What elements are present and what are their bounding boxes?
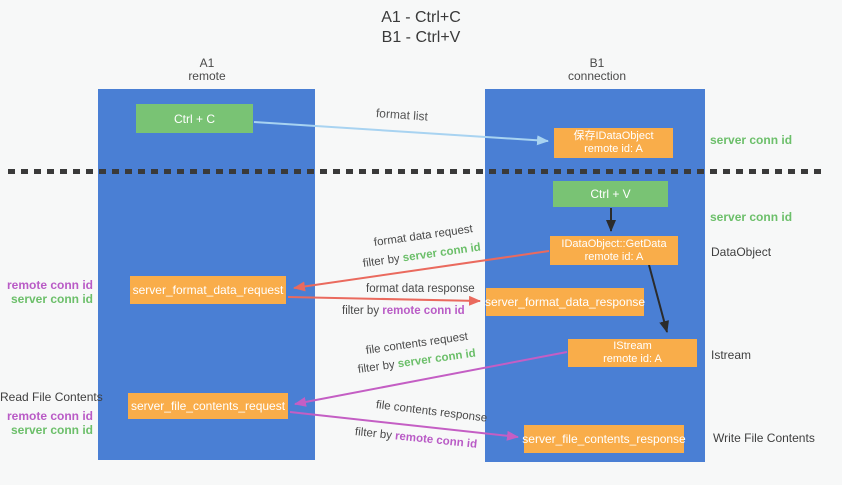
server-conn-id-annotation-mid: server conn id bbox=[710, 210, 793, 224]
filter-by-prefix: filter by bbox=[357, 358, 399, 376]
save-dataobject-title: 保存IDataObject bbox=[573, 130, 654, 142]
server-format-data-response-label: server_format_data_response bbox=[484, 295, 646, 309]
ctrl-v-label: Ctrl + V bbox=[590, 187, 631, 201]
server-format-data-request-box: server_format_data_request bbox=[130, 276, 286, 304]
dataobject-annotation: DataObject bbox=[711, 245, 772, 259]
format-data-response-arrow bbox=[287, 295, 481, 306]
server-file-contents-request-box: server_file_contents_request bbox=[128, 393, 288, 419]
server-conn-id-annotation-left-top: server conn id bbox=[10, 292, 93, 306]
write-file-contents-annotation: Write File Contents bbox=[713, 431, 815, 445]
filter-by-prefix: filter by bbox=[342, 305, 383, 317]
istream-title: IStream bbox=[613, 340, 652, 352]
server-conn-id-annotation-top: server conn id bbox=[710, 133, 793, 147]
remote-conn-id-key: remote conn id bbox=[382, 305, 465, 317]
file-contents-response-label: file contents response bbox=[375, 399, 488, 425]
filter-by-prefix: filter by bbox=[362, 252, 404, 270]
istream-remote-id: remote id: A bbox=[603, 353, 662, 365]
column-a-id: A1 bbox=[199, 56, 215, 70]
server-file-contents-response-label: server_file_contents_response bbox=[522, 432, 686, 446]
machine-boundary-separator bbox=[8, 169, 826, 174]
server-conn-id-annotation-left-bottom: server conn id bbox=[10, 423, 93, 437]
save-dataobject-remote-id: remote id: A bbox=[584, 143, 643, 155]
column-b-id: B1 bbox=[589, 56, 605, 70]
remote-conn-id-annotation-top: remote conn id bbox=[6, 278, 93, 292]
column-b-role: connection bbox=[567, 69, 627, 83]
server-format-data-request-label: server_format_data_request bbox=[132, 283, 284, 297]
server-format-data-response-box: server_format_data_response bbox=[484, 288, 646, 316]
filter-by-prefix: filter by bbox=[354, 426, 396, 443]
server-file-contents-request-label: server_file_contents_request bbox=[130, 399, 286, 413]
format-data-response-filter-label: filter by remote conn id bbox=[342, 305, 465, 317]
istream-annotation: Istream bbox=[711, 348, 752, 362]
column-b-header: B1 connection bbox=[537, 57, 657, 83]
file-contents-response-filter-label: filter by remote conn id bbox=[354, 426, 477, 451]
title-line-ctrl-c: A1 - Ctrl+C bbox=[381, 9, 461, 26]
getdata-remote-id: remote id: A bbox=[584, 250, 644, 263]
save-dataobject-box: 保存IDataObject remote id: A bbox=[554, 128, 673, 158]
ctrl-c-action-box: Ctrl + C bbox=[136, 104, 253, 133]
ctrl-c-label: Ctrl + C bbox=[173, 111, 215, 126]
format-list-label: format list bbox=[375, 106, 429, 124]
getdata-box: IDataObject::GetData remote id: A bbox=[550, 236, 678, 265]
diagram-title: A1 - Ctrl+C B1 - Ctrl+V bbox=[0, 8, 842, 48]
server-file-contents-response-box: server_file_contents_response bbox=[522, 425, 686, 453]
remote-conn-id-annotation-bottom: remote conn id bbox=[6, 409, 93, 423]
getdata-title: IDataObject::GetData bbox=[561, 237, 667, 250]
istream-box: IStream remote id: A bbox=[568, 339, 697, 367]
format-data-response-label: format data response bbox=[366, 283, 475, 295]
title-line-ctrl-v: B1 - Ctrl+V bbox=[381, 29, 461, 46]
server-conn-id-key: server conn id bbox=[402, 241, 482, 265]
ctrl-v-action-box: Ctrl + V bbox=[553, 181, 668, 207]
read-file-contents-annotation: Read File Contents bbox=[0, 390, 103, 404]
column-a-header: A1 remote bbox=[147, 57, 267, 83]
remote-conn-id-key: remote conn id bbox=[394, 430, 478, 451]
column-a-role: remote bbox=[188, 69, 226, 83]
